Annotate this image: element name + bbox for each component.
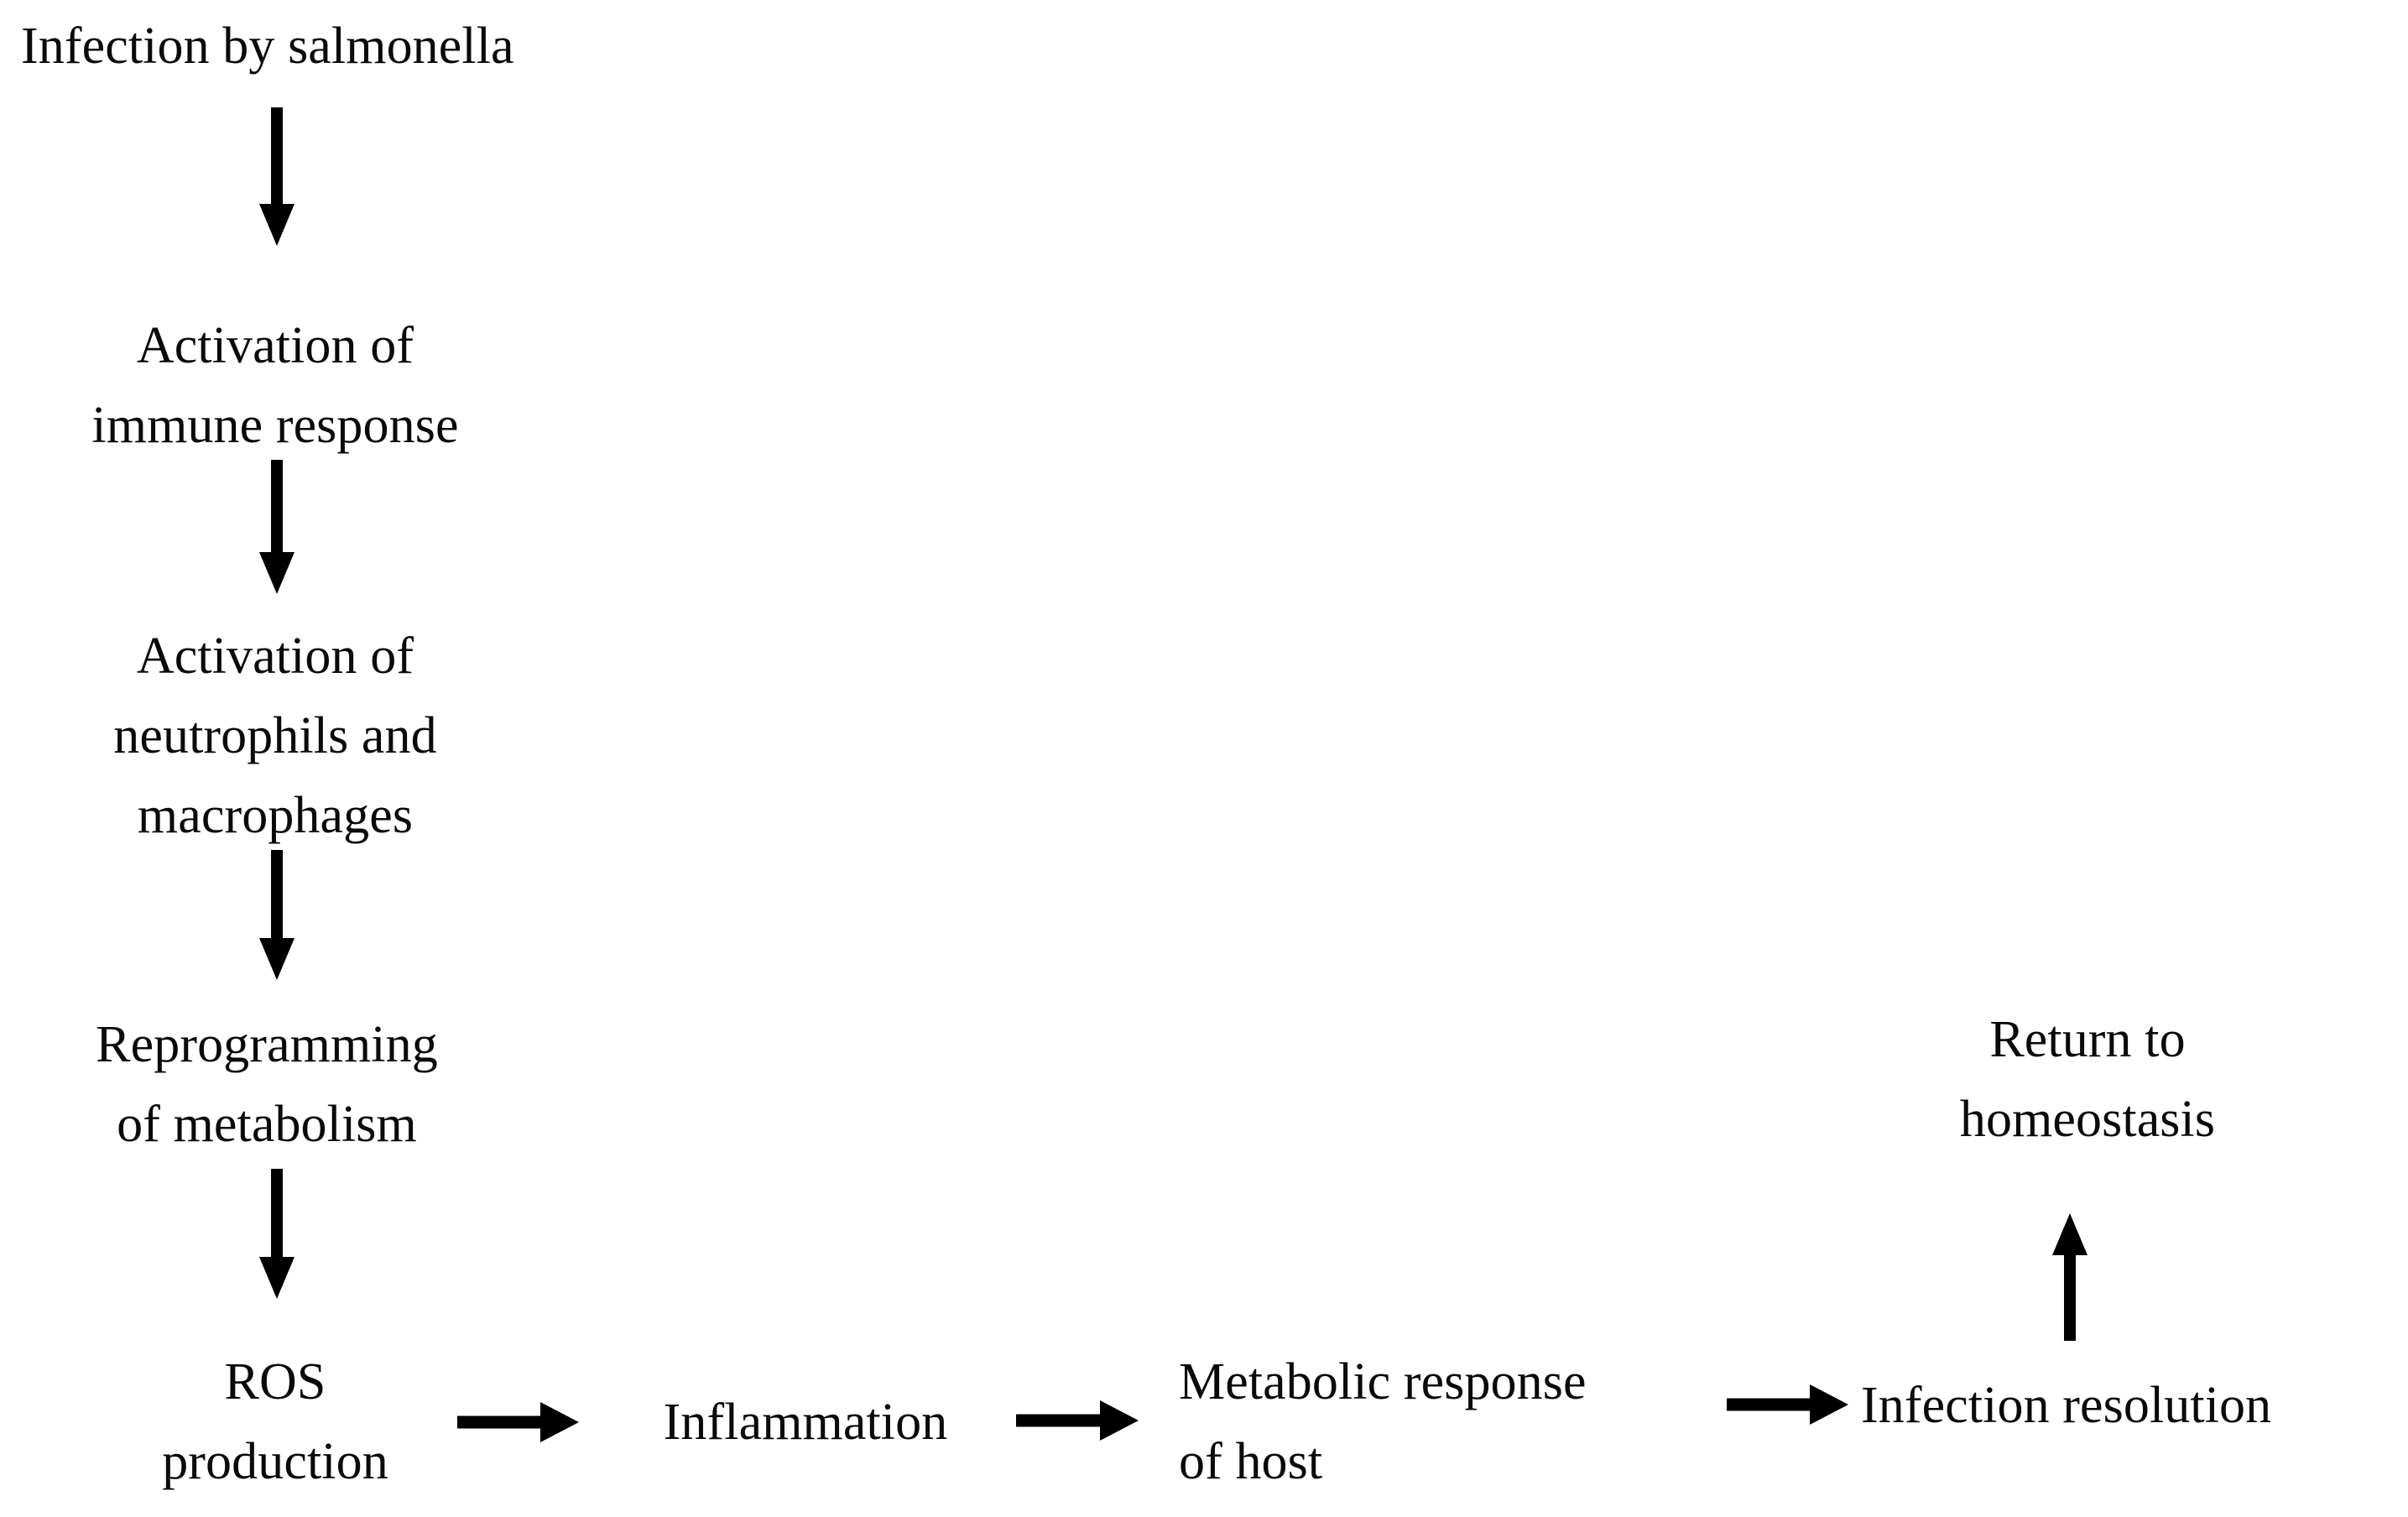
arrow-right-inflammation-to-metabolic-response — [1016, 1400, 1139, 1441]
arrow-shaft — [271, 850, 283, 941]
arrow-shaft — [271, 460, 283, 555]
arrowhead-right-icon — [1100, 1400, 1139, 1441]
arrow-up-infection-resolution-to-homeostasis — [2032, 1213, 2108, 1341]
flow-node-infection-resolution: Infection resolution — [1861, 1377, 2272, 1434]
arrow-shaft — [1016, 1414, 1107, 1427]
arrowhead-down-icon — [259, 1257, 294, 1299]
arrowhead-down-icon — [259, 552, 294, 594]
arrow-shaft — [271, 1169, 283, 1259]
arrowhead-right-icon — [540, 1402, 579, 1442]
arrow-down-infection-to-immune-response — [239, 107, 315, 246]
arrowhead-up-icon — [2052, 1213, 2087, 1255]
arrow-right-ros-to-inflammation — [457, 1401, 579, 1443]
arrow-shaft — [271, 107, 283, 206]
flow-node-ros-production: ROS production — [162, 1353, 388, 1490]
flow-node-activation-of-neutrophils-and-macrophages: Activation of neutrophils and macrophage… — [113, 628, 437, 844]
flow-node-activation-of-immune-response: Activation of immune response — [91, 317, 459, 454]
arrow-down-reprogramming-to-ros — [239, 1169, 315, 1299]
flow-node-return-to-homeostasis: Return to homeostasis — [1959, 1011, 2216, 1148]
arrow-shaft — [457, 1415, 548, 1429]
arrow-down-immune-response-to-neutrophils — [239, 460, 315, 594]
arrow-shaft — [1727, 1398, 1817, 1411]
flow-node-metabolic-response-of-host: Metabolic response of host — [1179, 1353, 1587, 1490]
arrow-shaft — [2064, 1250, 2076, 1341]
arrowhead-down-icon — [259, 938, 294, 980]
arrow-right-metabolic-response-to-infection-resolution — [1727, 1384, 1848, 1426]
flow-node-infection-by-salmonella: Infection by salmonella — [21, 18, 514, 75]
flow-node-reprogramming-of-metabolism: Reprogramming of metabolism — [96, 1016, 438, 1153]
arrowhead-down-icon — [259, 204, 294, 246]
arrow-down-neutrophils-to-reprogramming — [239, 850, 315, 980]
arrowhead-right-icon — [1810, 1384, 1848, 1425]
flow-node-inflammation: Inflammation — [663, 1394, 948, 1451]
